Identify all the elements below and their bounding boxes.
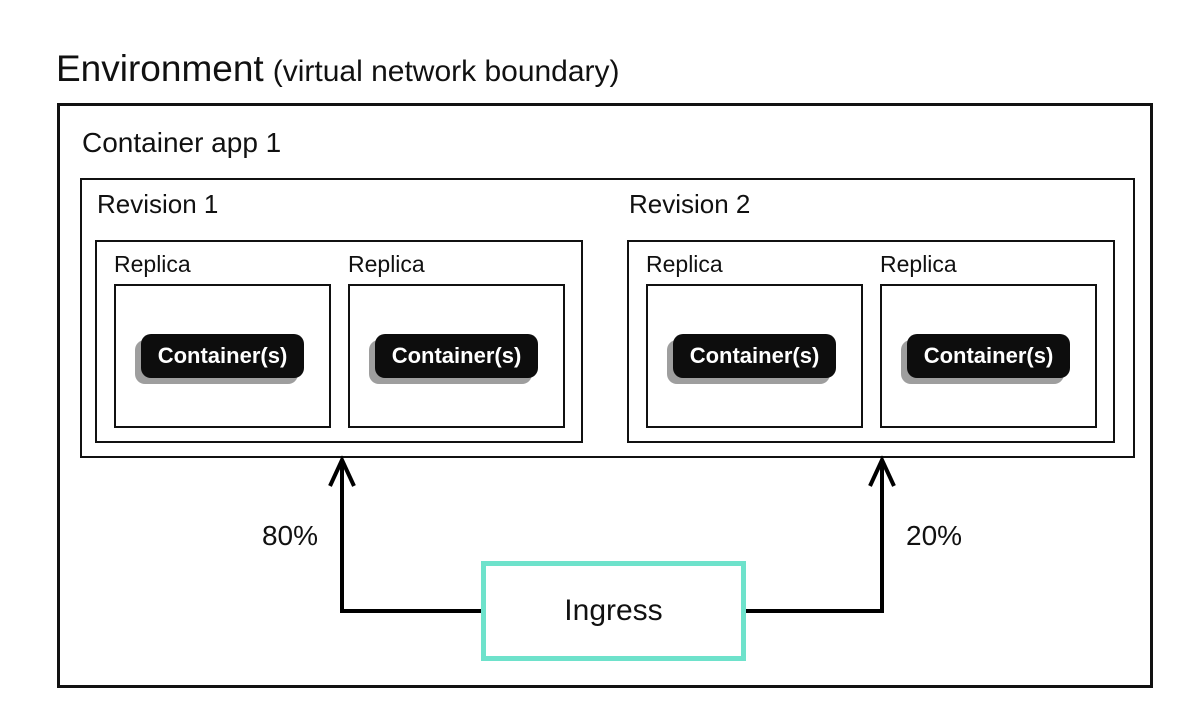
- traffic-percent-80-label: 80%: [261, 520, 318, 551]
- traffic-percent-20-label: 20%: [906, 520, 963, 551]
- containers-pill: Container(s): [906, 334, 1071, 378]
- revision-2-box: Replica Replica Container(s) Container(s…: [627, 240, 1115, 443]
- replica-label: Replica: [114, 251, 191, 277]
- ingress-label: Ingress: [564, 594, 663, 627]
- replica-box: Container(s): [114, 284, 331, 428]
- revision-1-box: Replica Replica Container(s) Container(s…: [95, 240, 583, 443]
- revision-1-label: Revision 1: [97, 189, 219, 219]
- revision-2-label: Revision 2: [629, 189, 751, 219]
- replica-box: Container(s): [348, 284, 565, 428]
- container-app-box: Revision 1 Replica Replica Container(s) …: [80, 178, 1135, 458]
- environment-title-main: Environment: [56, 48, 264, 89]
- replica-box: Container(s): [646, 284, 863, 428]
- containers-pill: Container(s): [672, 334, 837, 378]
- containers-pill: Container(s): [140, 334, 305, 378]
- replica-box: Container(s): [880, 284, 1097, 428]
- containers-pill: Container(s): [374, 334, 539, 378]
- ingress-box: Ingress: [481, 561, 746, 661]
- replica-label: Replica: [646, 251, 723, 277]
- environment-title: Environment(virtual network boundary): [56, 47, 620, 94]
- replica-label: Replica: [880, 251, 957, 277]
- container-app-label: Container app 1: [82, 127, 282, 158]
- environment-box: Container app 1 Revision 1 Replica Repli…: [57, 103, 1153, 688]
- replica-label: Replica: [348, 251, 425, 277]
- environment-title-suffix: (virtual network boundary): [272, 55, 620, 88]
